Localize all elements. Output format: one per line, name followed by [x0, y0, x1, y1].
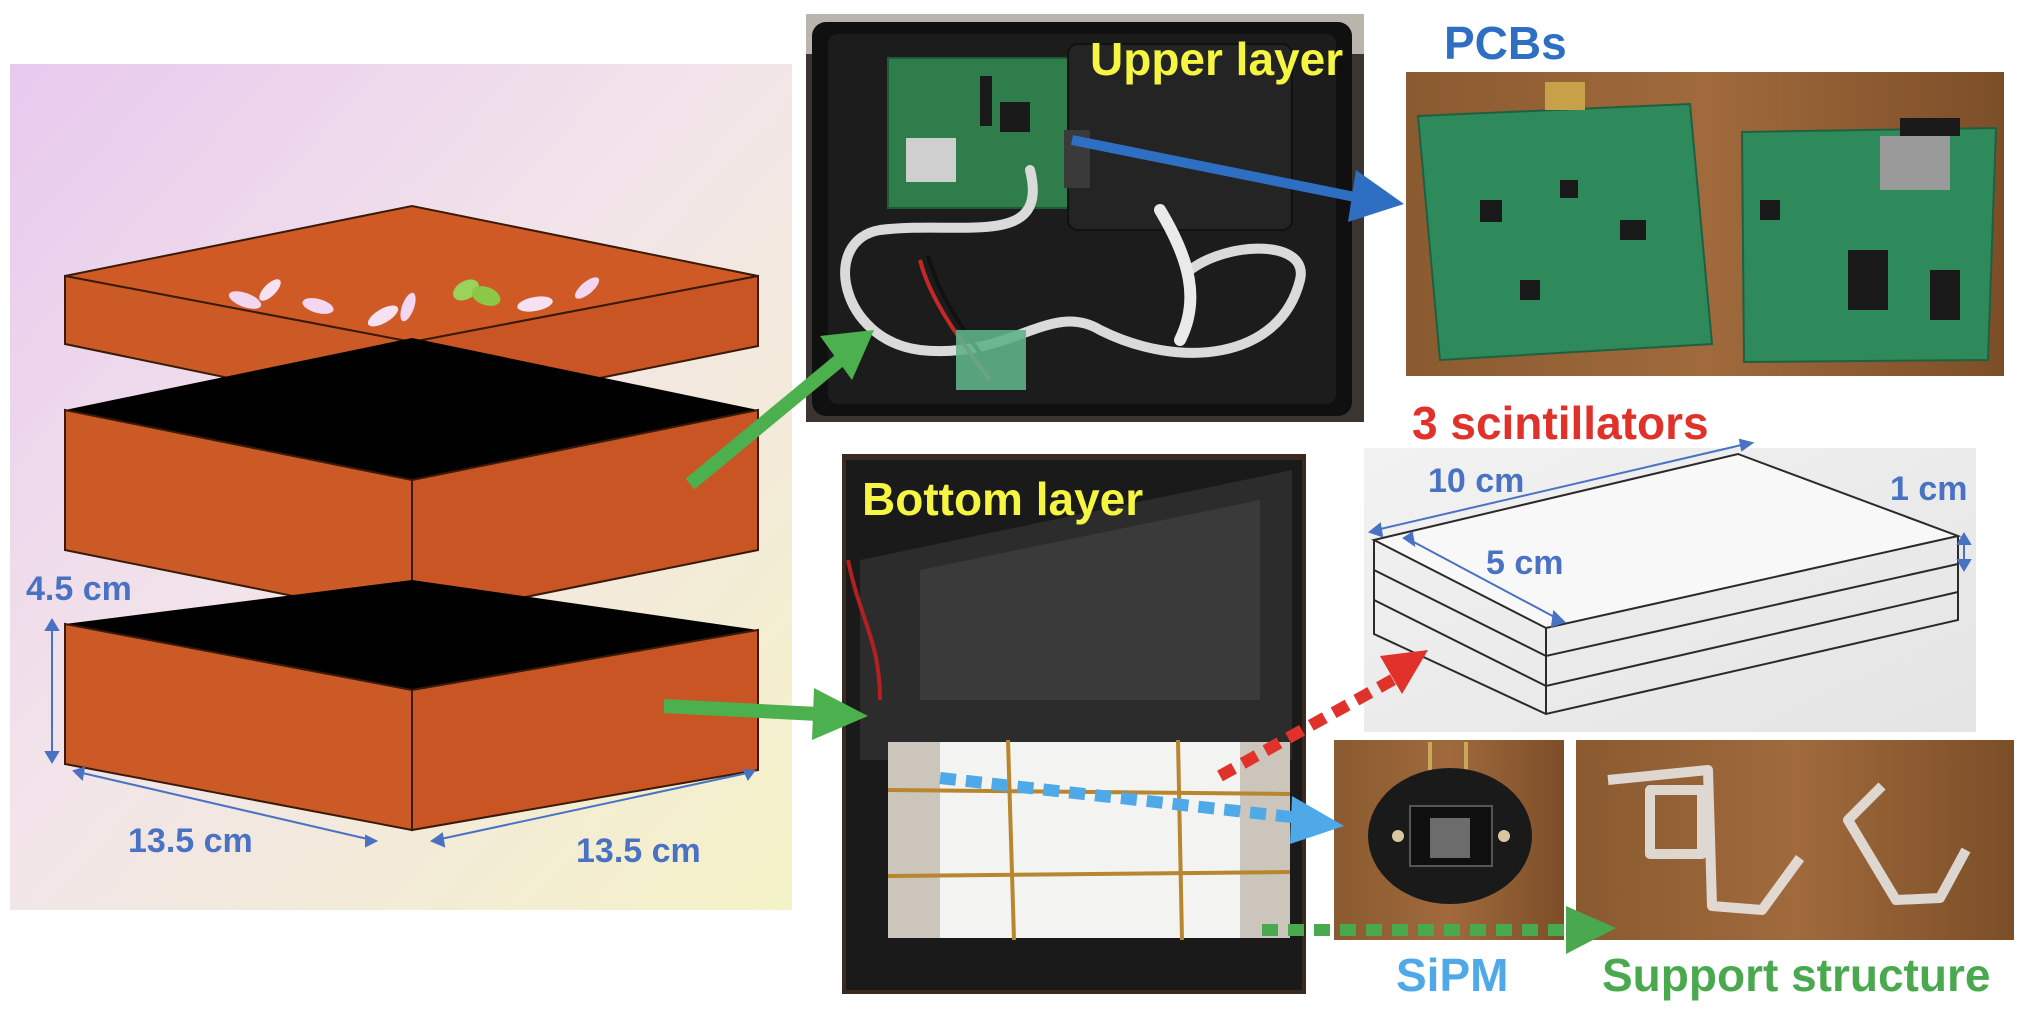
bottom-layer-photo	[842, 454, 1306, 994]
upper-layer-photo	[806, 14, 1364, 422]
bottom-layer-label: Bottom layer	[862, 473, 1144, 525]
blue-arrow-upper-to-pcbs	[1071, 135, 1404, 222]
green-dotted-arrow-to-support-structure	[1262, 906, 1616, 954]
upper-layer-label: Upper layer	[1090, 33, 1344, 85]
green-arrow-to-upper-layer	[685, 330, 874, 490]
scint-length-label: 10 cm	[1428, 462, 1525, 500]
scintillator-drawing	[1364, 438, 1976, 732]
sipm-photo	[1334, 740, 1564, 940]
support-structure-photo	[1576, 740, 2014, 940]
support-structure-label: Support structure	[1602, 949, 1991, 1001]
scint-thickness-label: 1 cm	[1890, 470, 1968, 508]
box-upper-tray	[64, 338, 759, 622]
green-arrow-to-bottom-layer	[663, 688, 868, 740]
pcbs-label: PCBs	[1444, 17, 1567, 69]
sipm-label: SiPM	[1396, 949, 1509, 1001]
red-dotted-arrow-to-scintillators	[1217, 650, 1428, 782]
pcbs-photo	[1406, 72, 2004, 376]
pcb-board-left	[1416, 82, 1714, 362]
dimension-arrows	[44, 618, 756, 848]
blue-dotted-arrow-to-sipm	[939, 772, 1344, 844]
box-bottom-tray	[64, 580, 759, 832]
box-width-right-label: 13.5 cm	[576, 832, 701, 870]
box-illustration	[10, 64, 792, 910]
pcb-board-right	[1740, 118, 1998, 364]
scint-width-label: 5 cm	[1486, 544, 1564, 582]
box-height-label: 4.5 cm	[26, 570, 132, 608]
box-width-left-label: 13.5 cm	[128, 822, 253, 860]
scintillators-label: 3 scintillators	[1412, 397, 1709, 449]
petal-decoration	[228, 277, 600, 327]
